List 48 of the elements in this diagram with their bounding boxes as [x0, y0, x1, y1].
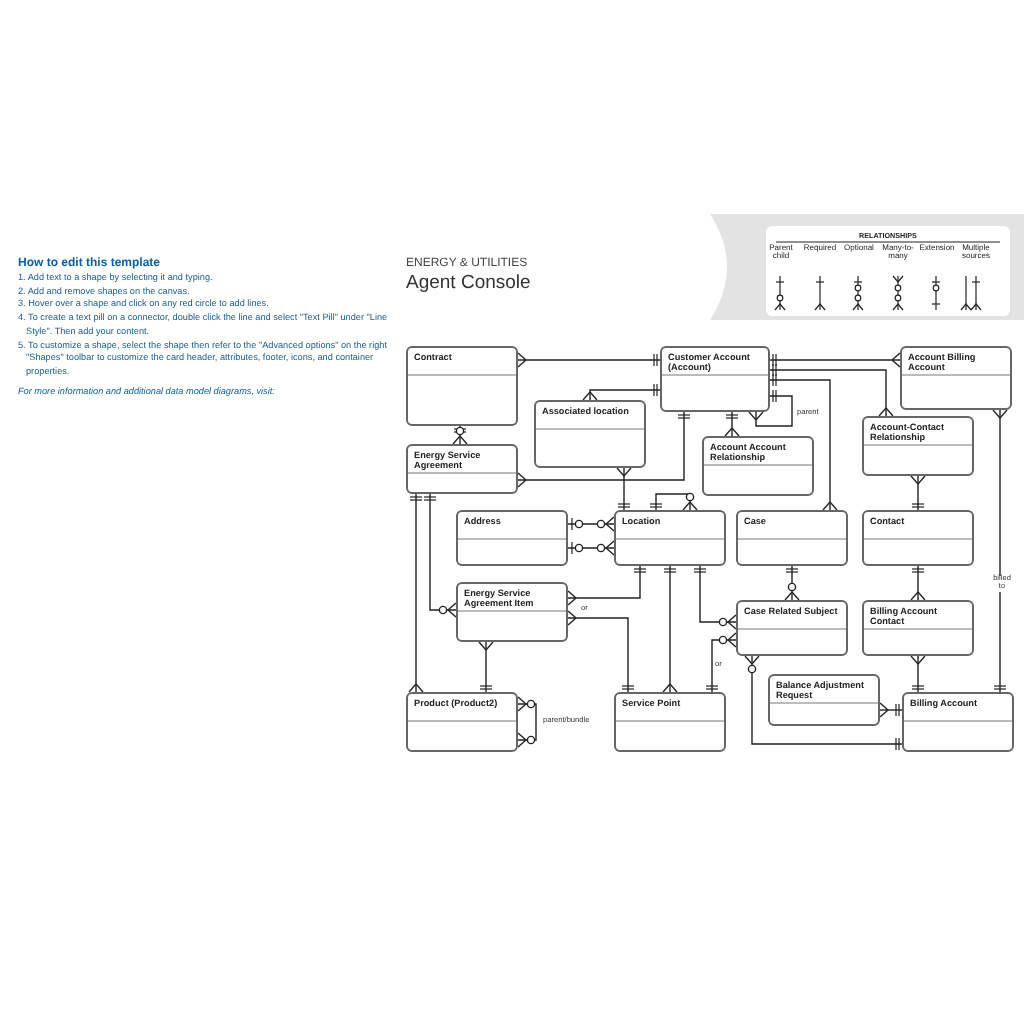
relationship-line — [769, 374, 838, 511]
relationship-line — [567, 610, 634, 693]
relationship-line — [582, 384, 661, 401]
relationship-line — [744, 655, 903, 750]
relationship-line — [650, 492, 698, 511]
relationship-line — [408, 493, 424, 693]
entity-box — [456, 510, 568, 566]
entity-box — [862, 600, 974, 656]
relationship-line — [769, 352, 901, 368]
relationship-line — [567, 540, 615, 556]
entity-box — [406, 692, 518, 752]
relationship-line — [567, 565, 646, 606]
entity-box — [736, 510, 848, 566]
entity-box — [702, 436, 814, 496]
relationship-line — [992, 409, 1008, 693]
entity-box — [900, 346, 1012, 410]
relationship-line — [567, 516, 615, 532]
relationship-line — [694, 565, 737, 630]
relationship-line — [910, 565, 926, 601]
relationship-line — [478, 641, 494, 693]
entity-box — [534, 400, 646, 468]
entity-box — [768, 674, 880, 726]
relationship-line — [424, 493, 457, 618]
relationship-line — [706, 632, 737, 693]
relationship-line — [769, 364, 894, 417]
entity-box — [862, 416, 974, 476]
entity-box — [614, 510, 726, 566]
relationship-line — [724, 411, 740, 437]
relationship-line — [452, 425, 468, 445]
relationship-line — [879, 702, 903, 718]
relationship-line — [662, 565, 678, 693]
relationship-line — [910, 475, 926, 511]
title: Agent Console — [406, 272, 531, 294]
relationship-line — [910, 655, 926, 693]
entity-box — [456, 582, 568, 642]
relationship-line — [616, 467, 632, 511]
entity-box — [660, 346, 770, 412]
entity-box — [406, 346, 518, 426]
entity-box — [862, 510, 974, 566]
entity-box — [902, 692, 1014, 752]
relationship-line — [517, 411, 690, 488]
relationship-line — [517, 696, 537, 748]
entity-box — [736, 600, 848, 656]
entity-box — [614, 692, 726, 752]
relationship-line — [517, 352, 661, 368]
relationship-line — [784, 565, 800, 601]
entity-box — [406, 444, 518, 494]
relationship-line — [748, 390, 793, 427]
